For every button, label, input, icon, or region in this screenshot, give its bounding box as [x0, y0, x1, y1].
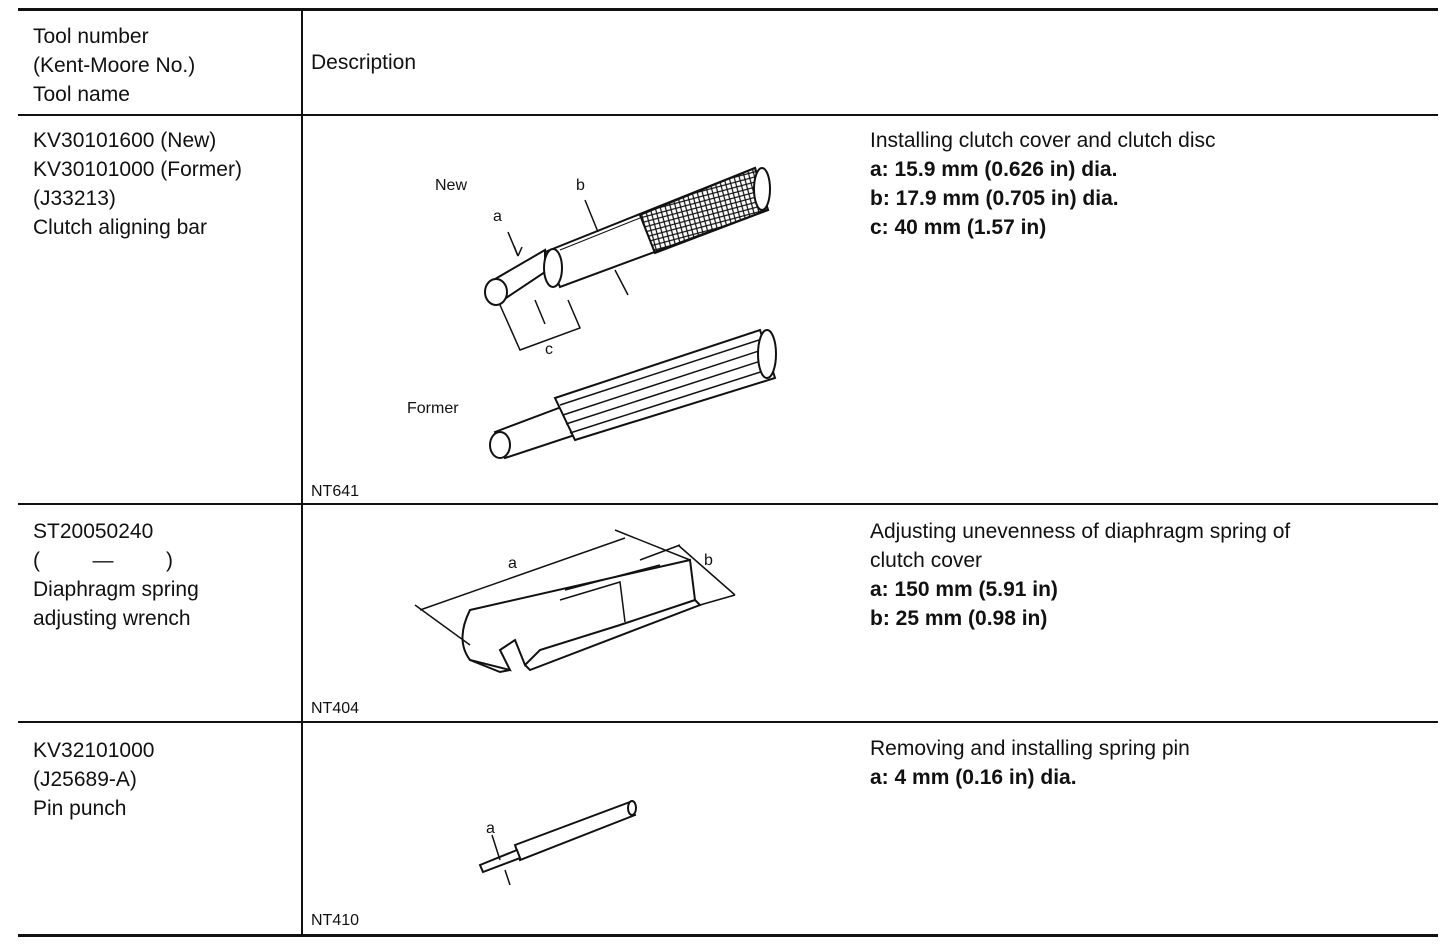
former-bar-drawing: Former	[407, 328, 777, 460]
tool-name: Pin punch	[33, 797, 127, 820]
label-a: a	[508, 555, 517, 572]
row1-tool-info: KV30101600 (New) KV30101000 (Former) (J332…	[33, 126, 242, 242]
header-line: Tool name	[33, 83, 130, 106]
kent-moore-number: (J33213)	[33, 187, 116, 210]
row2-tool-info: ST20050240 ( — ) Diaphragm spring adjusting…	[33, 517, 199, 633]
spec-a: a: 150 mm (5.91 in)	[870, 578, 1058, 601]
tool-name-line2: adjusting wrench	[33, 607, 191, 630]
label-b: b	[576, 177, 585, 194]
header-line: (Kent-Moore No.)	[33, 54, 196, 77]
tool-number: ST20050240	[33, 520, 154, 543]
row-divider-1	[18, 503, 1438, 505]
tool-name: Clutch aligning bar	[33, 216, 207, 239]
new-bar-drawing: a b c New	[435, 166, 771, 358]
tool-number: KV32101000	[33, 739, 155, 762]
tool-number: KV30101600 (New)	[33, 129, 217, 152]
tool-name: Diaphragm spring	[33, 578, 199, 601]
label-a: a	[486, 820, 495, 837]
spec-b: b: 25 mm (0.98 in)	[870, 607, 1048, 630]
table-bottom-border	[18, 934, 1438, 937]
wrench-drawing: a b	[414, 529, 736, 674]
table-top-border	[18, 8, 1438, 11]
header-tool-column: Tool number (Kent-Moore No.) Tool name	[33, 22, 195, 109]
spec-a: a: 4 mm (0.16 in) dia.	[870, 766, 1077, 789]
description-title: Removing and installing spring pin	[870, 737, 1190, 760]
spec-b: b: 17.9 mm (0.705 in) dia.	[870, 187, 1119, 210]
pin-punch-drawing: a	[478, 800, 637, 886]
spec-c: c: 40 mm (1.57 in)	[870, 216, 1047, 239]
figure-code-nt410: NT410	[311, 912, 360, 929]
header-line: Tool number	[33, 25, 149, 48]
tool-number-former: KV30101000 (Former)	[33, 158, 242, 181]
spec-a: a: 15.9 mm (0.626 in) dia.	[870, 158, 1118, 181]
label-a: a	[493, 208, 502, 225]
kent-moore-number: (J25689-A)	[33, 768, 137, 791]
header-divider	[18, 114, 1438, 116]
row3-description: Removing and installing spring pin a: 4 m…	[870, 734, 1190, 792]
column-divider	[301, 8, 303, 936]
label-c: c	[545, 341, 553, 358]
description-title-line2: clutch cover	[870, 549, 983, 572]
label-new: New	[435, 177, 467, 194]
description-title: Adjusting unevenness of diaphragm spring…	[870, 520, 1291, 543]
kent-moore-number: ( — )	[33, 549, 174, 572]
description-title: Installing clutch cover and clutch disc	[870, 129, 1216, 152]
row-divider-2	[18, 721, 1438, 723]
label-former: Former	[407, 400, 459, 417]
figure-code-nt641: NT641	[311, 483, 360, 500]
row1-description: Installing clutch cover and clutch disc a…	[870, 126, 1216, 242]
label-b: b	[704, 552, 713, 569]
row2-description: Adjusting unevenness of diaphragm spring…	[870, 517, 1290, 633]
figure-code-nt404: NT404	[311, 700, 360, 717]
header-description: Description	[311, 51, 417, 74]
row3-tool-info: KV32101000 (J25689-A) Pin punch	[33, 736, 154, 823]
